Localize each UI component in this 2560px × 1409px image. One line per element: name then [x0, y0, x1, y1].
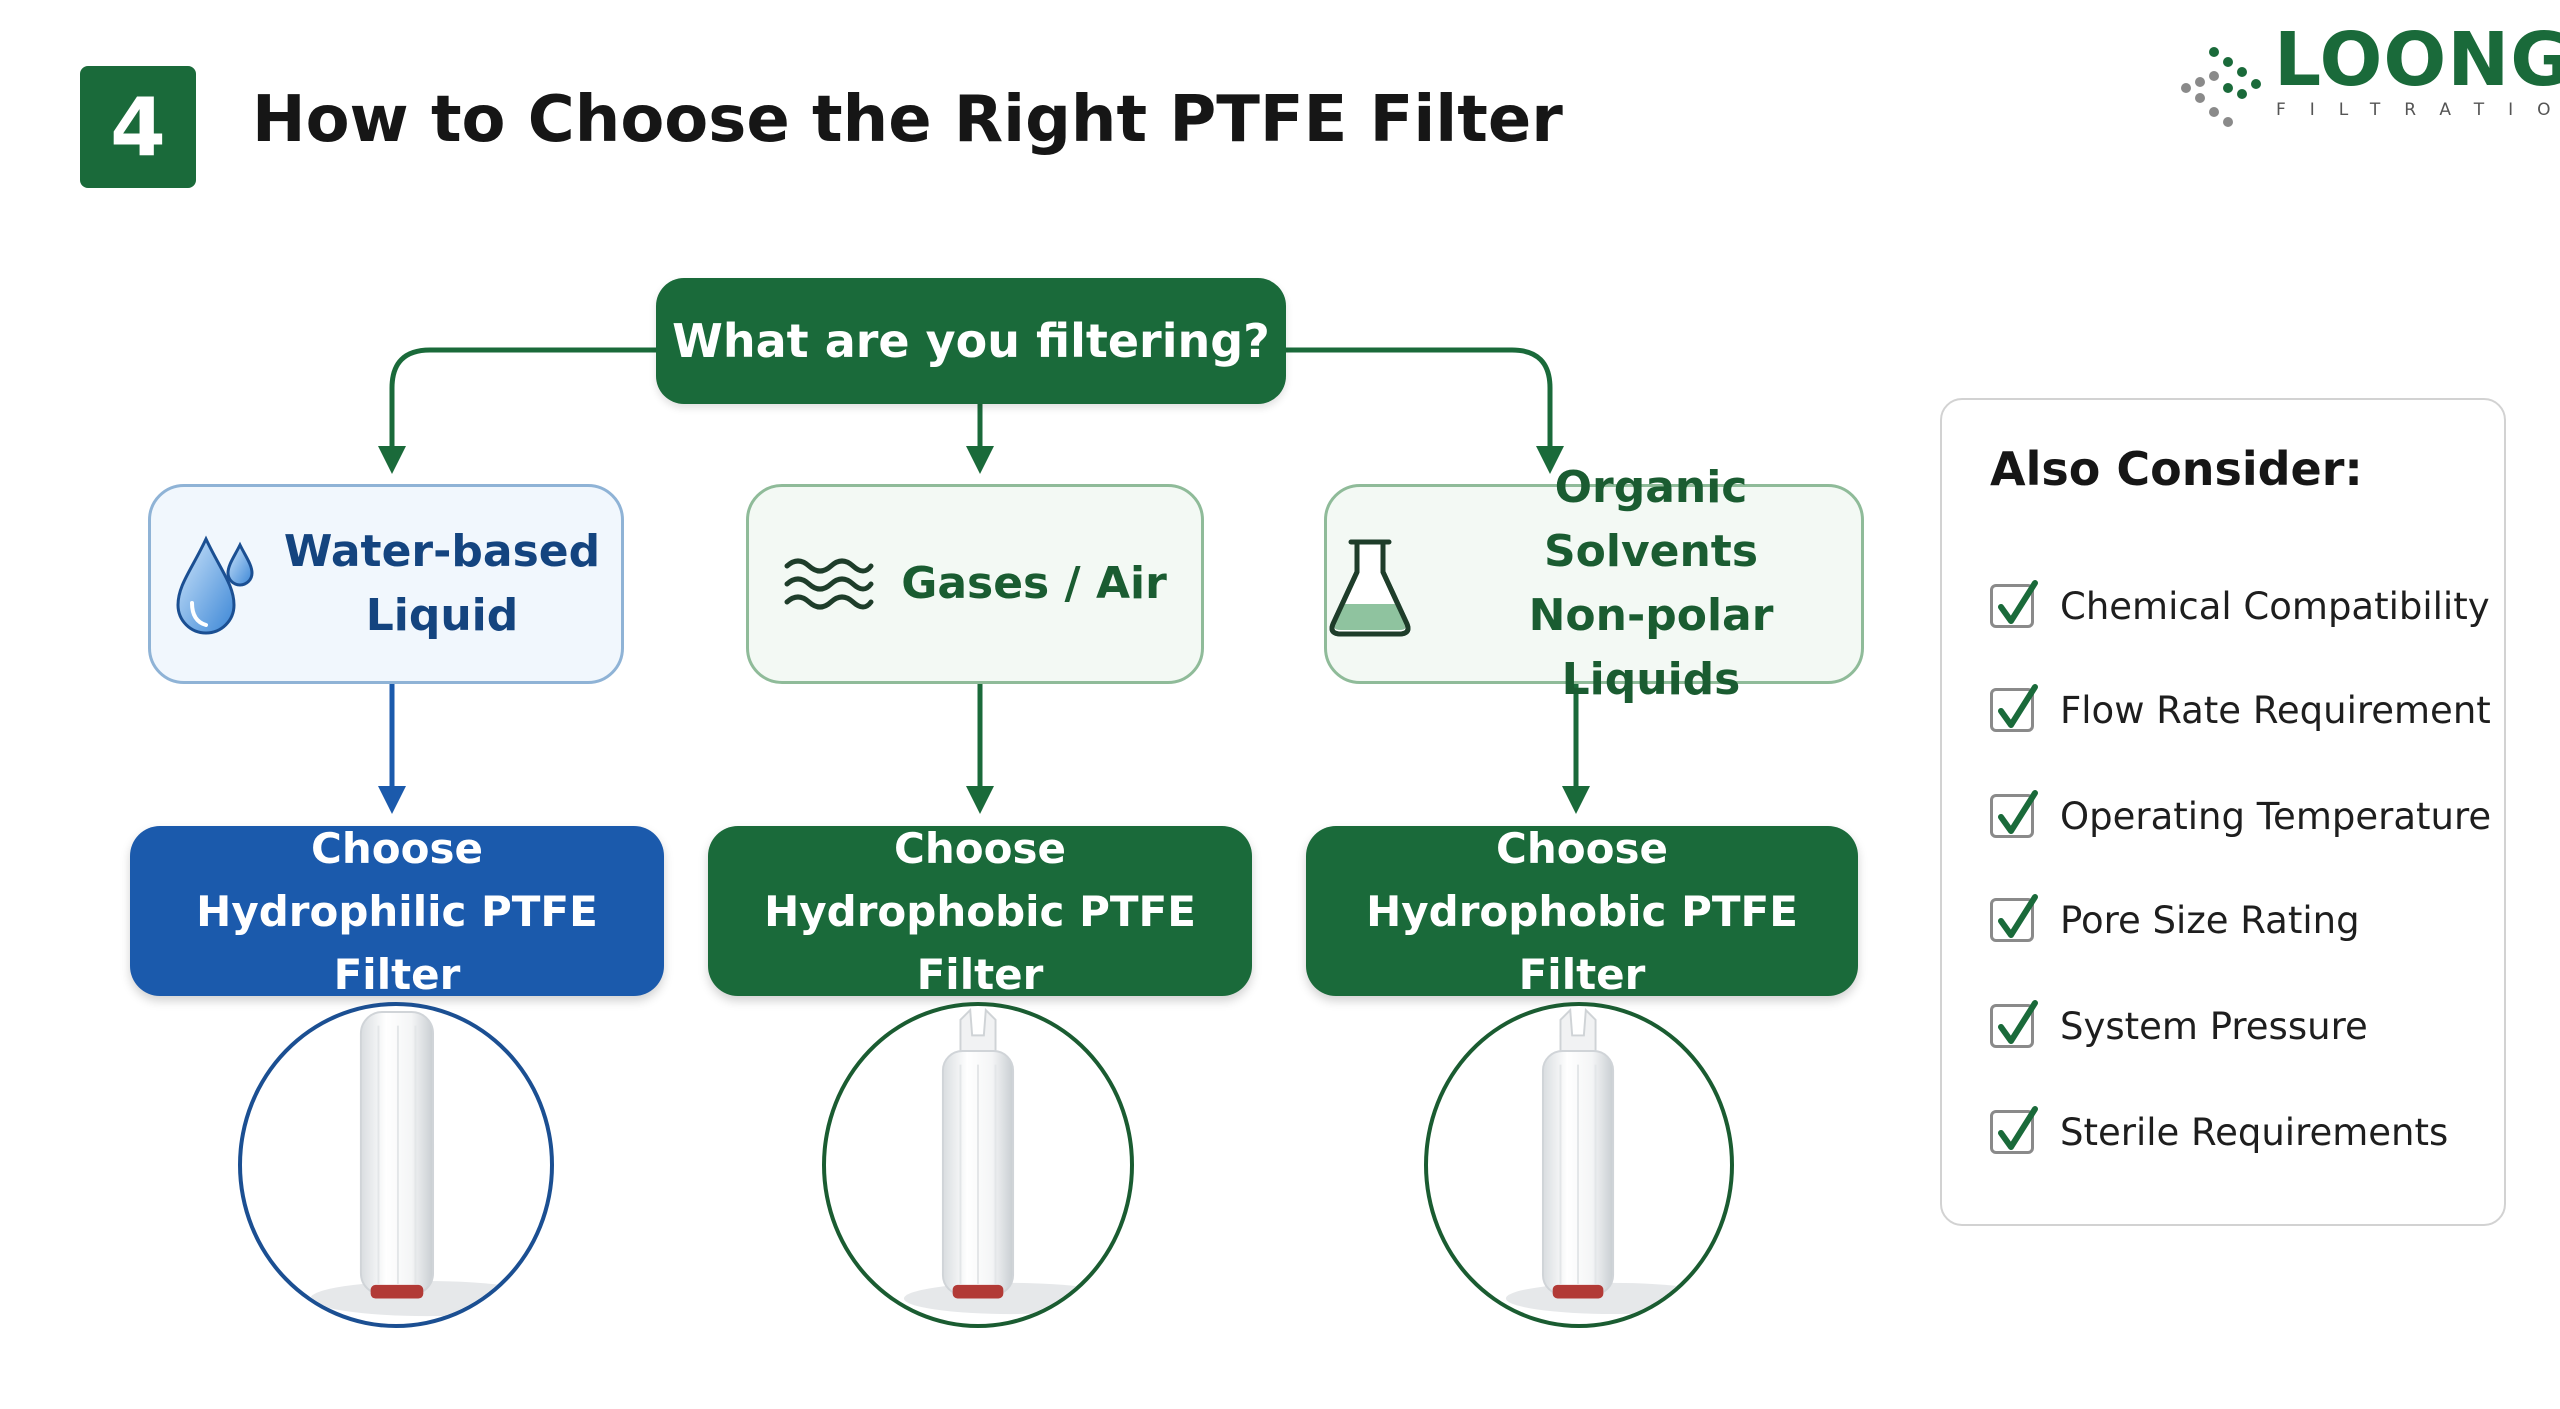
category-gas-label: Gases / Air: [901, 552, 1167, 616]
consider-item-label: Sterile Requirements: [2060, 1111, 2448, 1154]
consider-item: Flow Rate Requirement: [1990, 680, 2491, 740]
choice-hydrophilic: Choose Hydrophilic PTFE Filter: [130, 826, 664, 996]
also-consider-title: Also Consider:: [1990, 442, 2363, 496]
connector-to-water: [392, 350, 656, 448]
consider-item: Sterile Requirements: [1990, 1102, 2448, 1162]
logo-wordmark: LOONG: [2274, 20, 2560, 101]
consider-item: System Pressure: [1990, 996, 2368, 1056]
also-consider-panel: Also Consider: Chemical Compatibility Fl…: [1940, 398, 2506, 1226]
arrowhead-water-choice: [378, 786, 406, 814]
choice-hydrophobic-gas: Choose Hydrophobic PTFE Filter: [708, 826, 1252, 996]
arrowhead-water: [378, 446, 406, 474]
choice-hydrophobic-gas-line2: Hydrophobic PTFE Filter: [708, 880, 1252, 1006]
category-water-line1: Water-based: [284, 520, 600, 584]
category-organic-line2: Non-polar Liquids: [1441, 584, 1861, 712]
consider-item-label: System Pressure: [2060, 1005, 2368, 1048]
question-node: What are you filtering?: [656, 278, 1286, 404]
step-number-badge: 4: [80, 66, 196, 188]
checkbox-checked-icon: [1990, 688, 2034, 732]
arrowhead-gas-choice: [966, 786, 994, 814]
category-gases-air: Gases / Air: [746, 484, 1204, 684]
choice-hydrophobic-organic: Choose Hydrophobic PTFE Filter: [1306, 826, 1858, 996]
page-title: How to Choose the Right PTFE Filter: [252, 82, 1563, 159]
checkbox-checked-icon: [1990, 898, 2034, 942]
filter-cartridge-icon: [826, 1006, 1130, 1324]
choice-hydrophobic-gas-line1: Choose: [894, 817, 1066, 880]
arrowhead-gas: [966, 446, 994, 474]
checkbox-checked-icon: [1990, 584, 2034, 628]
connector-to-organic: [1286, 350, 1550, 448]
arrowhead-organic-choice: [1562, 786, 1590, 814]
category-water-line2: Liquid: [284, 584, 600, 648]
choice-hydrophilic-line2: Hydrophilic PTFE Filter: [130, 880, 664, 1006]
logo-subtitle: FILTRATION: [2276, 100, 2560, 120]
consider-item: Pore Size Rating: [1990, 890, 2360, 950]
consider-item: Chemical Compatibility: [1990, 576, 2490, 636]
consider-item-label: Flow Rate Requirement: [2060, 689, 2491, 732]
consider-item-label: Pore Size Rating: [2060, 899, 2360, 942]
water-drops-icon: [172, 529, 262, 639]
category-water-based-liquid: Water-based Liquid: [148, 484, 624, 684]
choice-hydrophobic-organic-line1: Choose: [1496, 817, 1668, 880]
filter-cartridge-icon: [242, 1006, 550, 1324]
category-organic-solvents: Organic Solvents Non-polar Liquids: [1324, 484, 1864, 684]
filter-cartridge-image-hydrophobic-gas: [822, 1002, 1134, 1328]
choice-hydrophilic-line1: Choose: [311, 817, 483, 880]
checkbox-checked-icon: [1990, 1110, 2034, 1154]
flask-icon: [1327, 528, 1413, 640]
filter-cartridge-image-hydrophilic: [238, 1002, 554, 1328]
filter-cartridge-image-hydrophobic-organic: [1424, 1002, 1734, 1328]
checkbox-checked-icon: [1990, 1004, 2034, 1048]
consider-item: Operating Temperature: [1990, 786, 2491, 846]
category-organic-line1: Organic Solvents: [1441, 456, 1861, 584]
checkbox-checked-icon: [1990, 794, 2034, 838]
filter-cartridge-icon: [1428, 1006, 1730, 1324]
consider-item-label: Operating Temperature: [2060, 795, 2491, 838]
consider-item-label: Chemical Compatibility: [2060, 585, 2490, 628]
choice-hydrophobic-organic-line2: Hydrophobic PTFE Filter: [1306, 880, 1858, 1006]
air-waves-icon: [783, 554, 875, 614]
